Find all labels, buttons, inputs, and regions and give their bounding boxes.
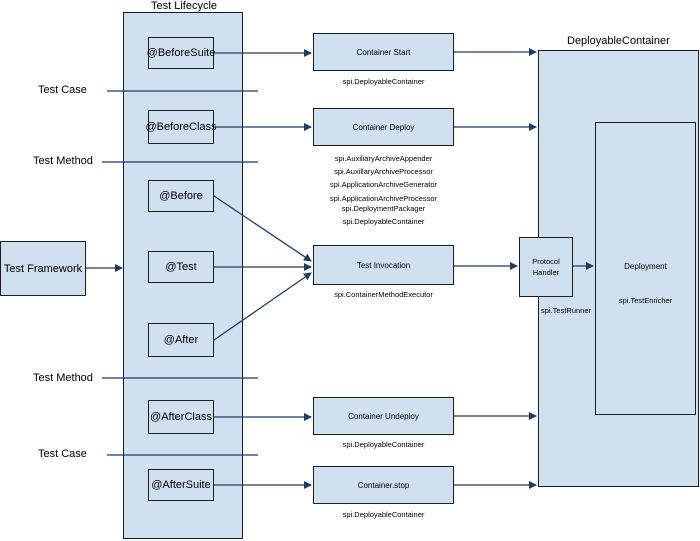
container-undeploy-spi: spi.DeployableContainer	[342, 440, 425, 449]
deployment-spi: spi.TestEnricher	[618, 296, 673, 305]
test-method-label-bottom: Test Method	[33, 372, 93, 384]
deploy-spi-3: spi.ApplicationArchiveGenerator	[329, 180, 438, 189]
test-case-label-top: Test Case	[38, 84, 87, 96]
test-invocation-box: Test Invocation	[313, 245, 454, 285]
deploy-spi-2: spi.AuxillaryArchiveProcessor	[334, 167, 433, 176]
test-framework-box: Test Framework	[0, 241, 86, 296]
container-stop-spi: spi.DeployableContainer	[342, 510, 425, 519]
test-invocation-spi: spi.ContainerMethodExecutor	[334, 290, 433, 299]
test-box: @Test	[148, 251, 214, 283]
deploy-spi-1: spi.AuxiliaryArchiveAppender	[334, 154, 433, 163]
before-suite-box: @BeforeSuite	[147, 37, 215, 69]
after-suite-box: @AfterSuite	[148, 469, 214, 501]
test-method-label-top: Test Method	[33, 155, 93, 167]
container-title: DeployableContainer	[567, 35, 670, 47]
before-box: @Before	[148, 180, 214, 212]
deploy-spi-6: spi.DeployableContainer	[342, 217, 425, 226]
deploy-spi-4: spi.ApplicationArchiveProcessor	[329, 194, 438, 203]
after-box: @After	[148, 323, 214, 357]
protocol-handler-box: Protocol Handler	[519, 237, 573, 297]
container-start-box: Container Start	[313, 33, 454, 71]
lifecycle-title: Test Lifecycle	[151, 0, 218, 12]
before-class-box: @BeforeClass	[145, 110, 217, 144]
container-deploy-box: Container Deploy	[313, 108, 454, 146]
container-undeploy-box: Container Undeploy	[313, 397, 454, 435]
container-stop-box: Container.stop	[313, 466, 454, 504]
deployment-label: Deployment	[624, 262, 667, 271]
protocol-handler-label-2: Handler	[532, 268, 560, 277]
deployment-box	[595, 122, 696, 415]
arrow-before	[213, 195, 312, 262]
arrow-after	[213, 272, 312, 341]
test-case-label-bottom: Test Case	[38, 448, 87, 460]
deploy-spi-5: spi.DeploymentPackager	[341, 204, 426, 213]
container-start-spi: spi.DeployableContainer	[342, 77, 425, 86]
after-class-box: @AfterClass	[148, 400, 214, 434]
protocol-handler-spi: spi.TestRunner	[540, 306, 592, 315]
protocol-handler-label-1: Protocol	[532, 257, 560, 266]
